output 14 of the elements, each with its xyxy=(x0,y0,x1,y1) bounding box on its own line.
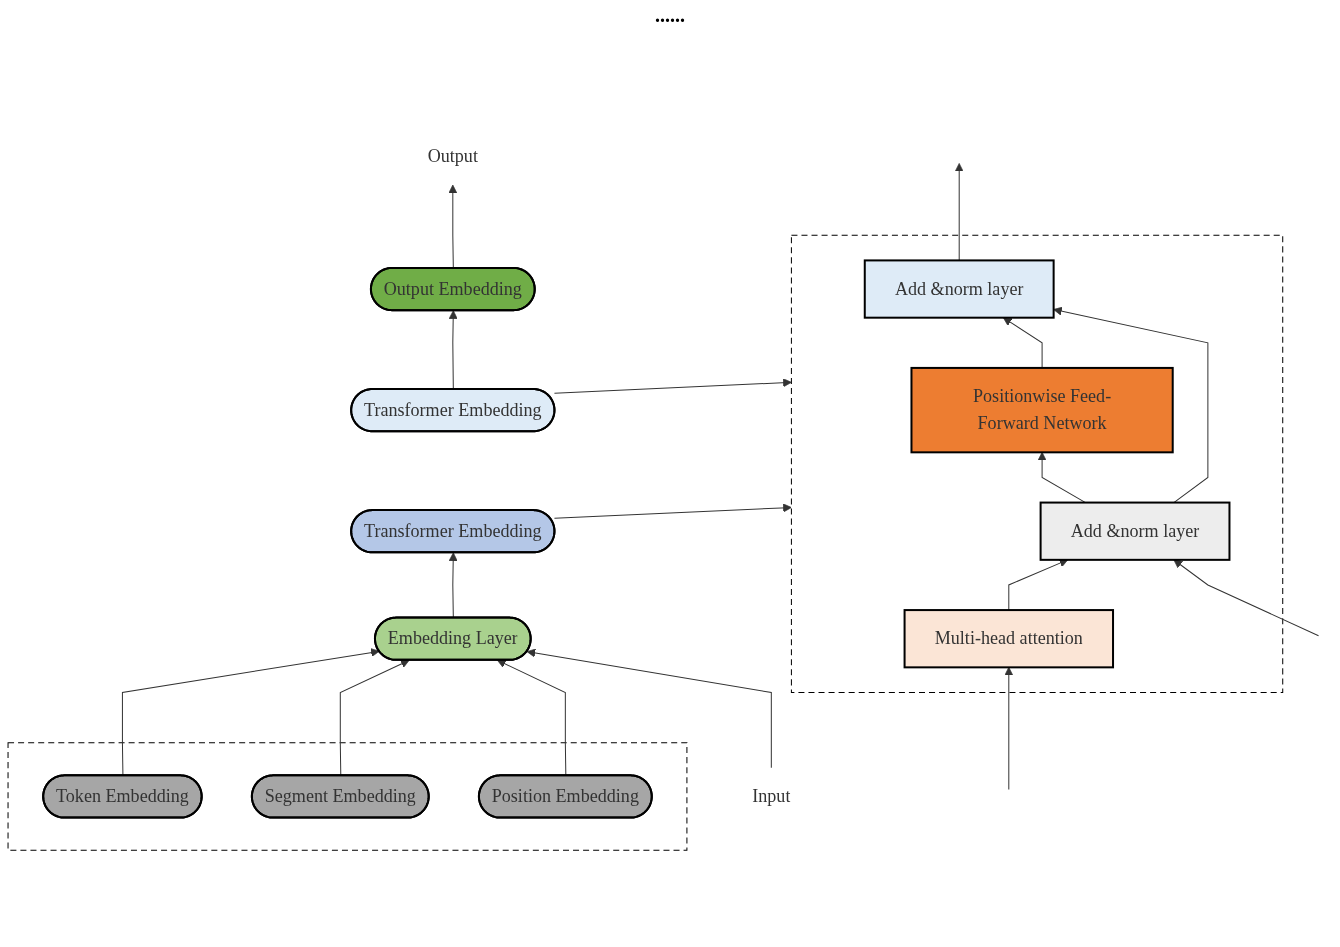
node-text: Input xyxy=(752,785,791,806)
arrow xyxy=(553,378,792,394)
cluster xyxy=(7,742,688,851)
node-text: Output xyxy=(427,145,478,166)
node-box: Add &norm layer xyxy=(1039,501,1231,561)
node-box: Positionwise Feed-Forward Network xyxy=(910,366,1174,454)
arrow xyxy=(526,648,772,769)
ellipsis-note: ...... xyxy=(655,4,685,26)
arrow xyxy=(954,163,964,261)
cluster xyxy=(790,234,1284,693)
arrow xyxy=(1173,559,1320,637)
arrow xyxy=(553,503,792,519)
node-box: Multi-head attention xyxy=(903,609,1115,669)
node-box: Add &norm layer xyxy=(863,259,1055,319)
